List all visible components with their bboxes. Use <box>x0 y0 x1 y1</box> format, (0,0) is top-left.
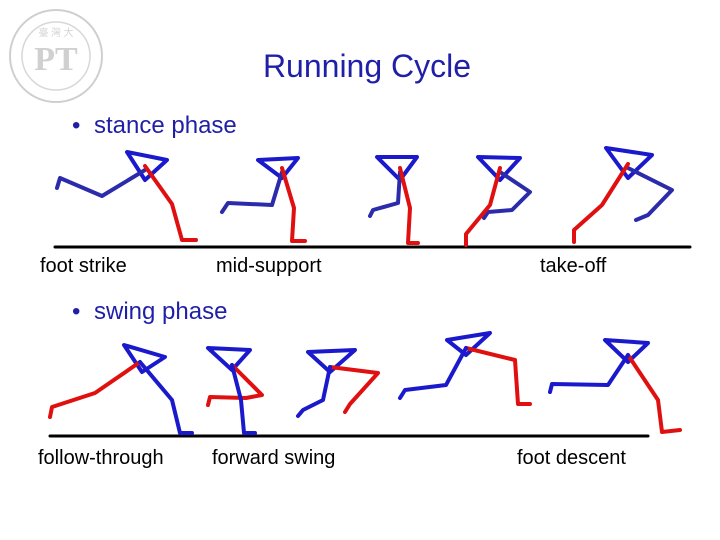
swing-figure-1-follow-through <box>48 343 194 435</box>
pelvis-triangle <box>206 346 252 372</box>
pelvis-triangle <box>122 343 167 374</box>
near-leg <box>48 360 142 419</box>
near-leg <box>464 346 532 406</box>
svg-text:臺 灣 大: 臺 灣 大 <box>39 26 74 39</box>
bullet-dot: • <box>72 298 81 325</box>
label-take-off: take-off <box>540 255 607 277</box>
near-leg <box>398 166 420 245</box>
stance-phase-label: stance phase <box>94 112 237 139</box>
pelvis-triangle <box>256 156 300 180</box>
near-leg <box>464 166 502 247</box>
label-foot-strike: foot strike <box>40 255 127 277</box>
stance-figure-5-take-off <box>572 146 674 244</box>
slide-title: Running Cycle <box>262 48 472 84</box>
label-mid-support: mid-support <box>216 255 322 277</box>
label-follow-through: follow-through <box>38 447 164 469</box>
pelvis-triangle <box>476 155 522 182</box>
swing-figure-5-foot-descent <box>548 338 682 434</box>
pelvis-triangle <box>125 150 169 182</box>
far-leg <box>138 360 194 435</box>
swing-figure-2-forward-swing <box>206 346 264 435</box>
pelvis-triangle <box>306 348 357 374</box>
label-foot-descent: foot descent <box>517 447 626 469</box>
swing-figure-3 <box>296 348 380 418</box>
swing-phase-label: swing phase <box>94 298 228 325</box>
near-leg <box>572 162 630 244</box>
far-leg <box>482 170 532 220</box>
far-leg <box>55 168 147 198</box>
stance-phase-bullet: • stance phase <box>72 112 237 140</box>
swing-figure-4 <box>398 331 532 406</box>
stance-figure-1-foot-strike <box>55 150 198 242</box>
near-leg <box>143 164 198 242</box>
far-leg <box>398 346 468 400</box>
far-leg <box>626 166 674 222</box>
label-forward-swing: forward swing <box>212 447 336 469</box>
near-leg <box>626 353 682 434</box>
stance-figure-3 <box>368 155 420 245</box>
pelvis-triangle <box>375 155 419 182</box>
university-seal-logo: PT 臺 灣 大 <box>9 9 103 103</box>
pelvis-triangle <box>445 331 492 357</box>
near-leg <box>206 363 264 407</box>
far-leg <box>230 363 257 435</box>
near-leg <box>280 166 307 243</box>
pelvis-triangle <box>603 338 650 364</box>
far-leg <box>368 170 402 218</box>
stance-figure-2-mid-support <box>220 156 307 243</box>
far-leg <box>220 170 284 214</box>
swing-phase-bullet: • swing phase <box>72 298 227 326</box>
near-leg <box>328 365 380 414</box>
far-leg <box>296 365 332 418</box>
far-leg <box>548 353 630 394</box>
bullet-dot: • <box>72 112 81 139</box>
pelvis-triangle <box>604 146 654 180</box>
stance-figure-4 <box>464 155 532 247</box>
seal-monogram: PT <box>34 41 78 78</box>
